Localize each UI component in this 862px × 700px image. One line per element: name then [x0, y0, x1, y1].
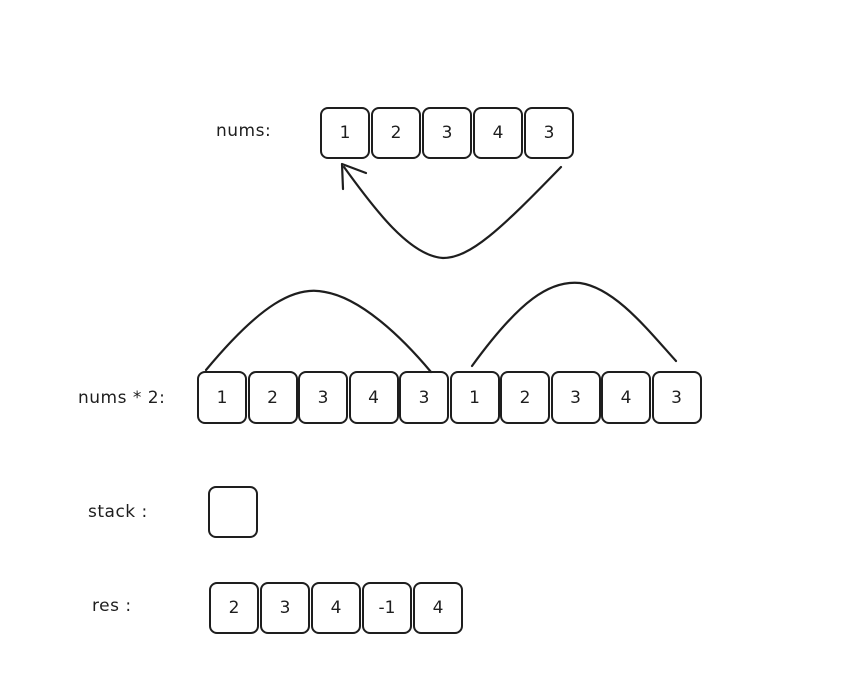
wraparound-arrowhead-icon	[340, 162, 368, 191]
nums-doubled-cell: 3	[550, 371, 601, 424]
nums-cell: 4	[473, 107, 523, 159]
nums-doubled-cell: 3	[399, 371, 449, 424]
nums-doubled-cell: 1	[449, 371, 500, 424]
nums-doubled-cell: 3	[298, 371, 348, 424]
res-cell: 3	[260, 582, 310, 634]
nums-label: nums:	[216, 121, 272, 141]
nums-doubled-cell: 1	[197, 371, 247, 424]
nums-doubled-cell: 4	[601, 371, 651, 424]
second-copy-arc	[470, 281, 678, 368]
nums-doubled-cell: 3	[651, 371, 702, 424]
first-copy-arc	[204, 289, 433, 374]
nums-cell: 3	[422, 107, 472, 159]
stack-label: stack :	[88, 502, 148, 522]
res-label: res :	[92, 596, 132, 616]
nums-doubled-cell: 2	[247, 371, 298, 424]
res-cell: 4	[413, 582, 463, 634]
wraparound-arrow-curve	[342, 165, 563, 260]
res-cell: 2	[209, 582, 259, 634]
nums-doubled-cell: 4	[348, 371, 399, 424]
nums-cell: 1	[320, 107, 370, 159]
nums-doubled-label: nums * 2:	[78, 388, 166, 408]
nums-cell: 3	[524, 107, 574, 159]
res-cell: -1	[362, 582, 412, 634]
stack-cell	[208, 486, 258, 538]
res-cell: 4	[311, 582, 361, 634]
nums-cell: 2	[371, 107, 421, 159]
nums-doubled-cell: 2	[500, 371, 550, 424]
